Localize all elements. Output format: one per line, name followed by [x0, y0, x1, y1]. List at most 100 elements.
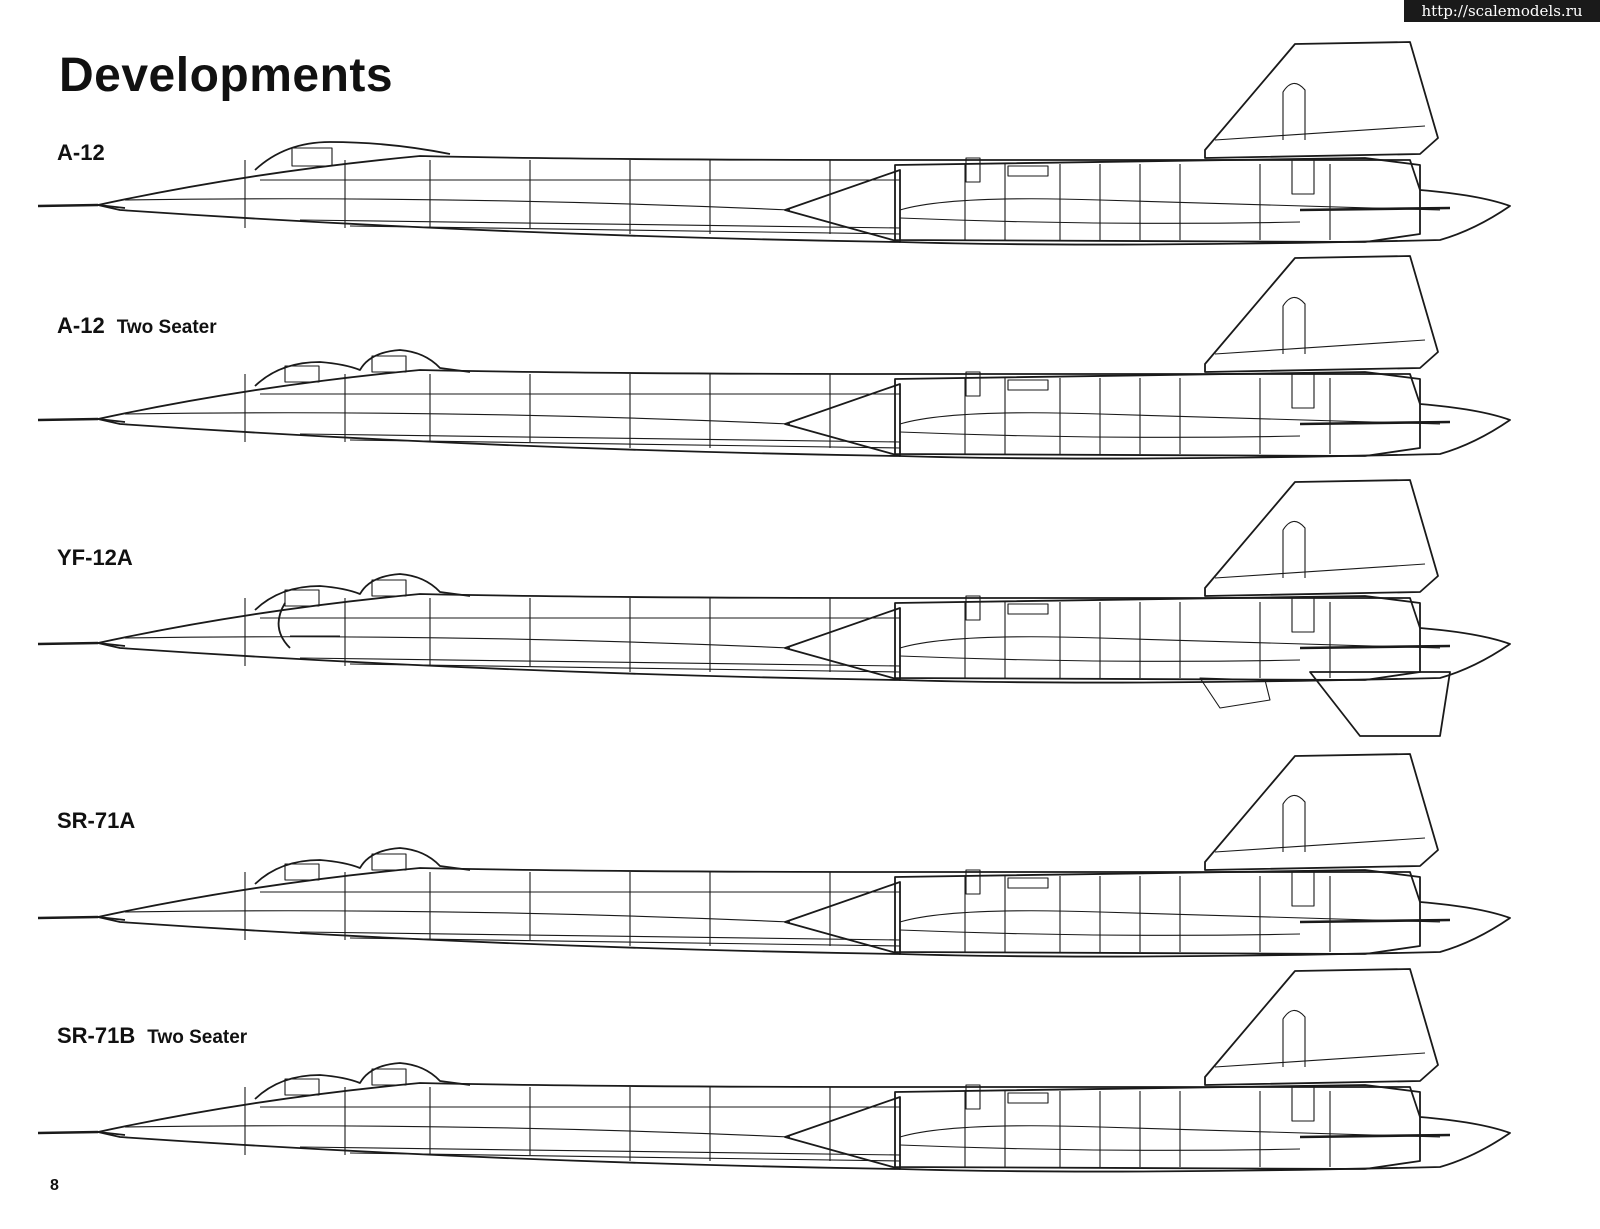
ventral-fairing	[1199, 677, 1271, 709]
nose-tip	[97, 418, 126, 423]
wing-leading-edge	[784, 383, 901, 457]
front-canopy-window	[284, 863, 320, 881]
nose-tip	[97, 204, 126, 209]
lower-panel-line-1	[299, 931, 901, 941]
engine-nacelle	[894, 371, 1421, 457]
fuselage-outline	[97, 155, 1511, 246]
nacelle-louver	[1291, 597, 1315, 633]
fuselage-outline	[97, 867, 1511, 958]
aircraft-drawing-sr71b	[37, 968, 1511, 1173]
aircraft-drawing-a12-two-seater	[37, 255, 1511, 460]
variant-name: A-12	[57, 140, 105, 165]
nacelle-louver	[1291, 1086, 1315, 1122]
fin-fairing	[1282, 520, 1306, 578]
cockpit-canopy	[254, 141, 451, 171]
tailcone-line	[1299, 1133, 1451, 1139]
variant-name: A-12	[57, 313, 105, 338]
vertical-fin	[1204, 41, 1439, 159]
nacelle-contour	[899, 412, 1441, 425]
watermark-url: http://scalemodels.ru	[1404, 0, 1600, 22]
variant-subtitle: Two Seater	[116, 317, 217, 338]
variant-label-a12-two-seater: A-12 Two Seater	[57, 313, 217, 339]
nose-probe	[37, 1130, 99, 1135]
chine-line	[124, 1125, 791, 1138]
lower-panel-line-2	[349, 439, 901, 449]
nose-probe	[37, 915, 99, 920]
front-canopy-window	[284, 1078, 320, 1096]
lower-panel-line-2	[349, 663, 901, 673]
nose-tip	[97, 916, 126, 921]
fin-panel-line	[1214, 1052, 1426, 1068]
fin-fairing	[1282, 296, 1306, 354]
nose-tip	[97, 1131, 126, 1136]
variant-label-yf12a: YF-12A	[57, 545, 133, 571]
chine-line	[124, 910, 791, 923]
nacelle-door	[1007, 379, 1049, 391]
lower-panel-line-1	[299, 219, 901, 229]
engine-nacelle	[894, 157, 1421, 243]
nacelle-vent	[965, 595, 981, 621]
ventral-fin	[1309, 671, 1451, 737]
aircraft-drawing-sr71a	[37, 753, 1511, 958]
nacelle-louver	[1291, 373, 1315, 409]
variant-name: SR-71B	[57, 1023, 136, 1048]
nacelle-contour	[899, 636, 1441, 649]
rear-canopy-window	[371, 355, 407, 373]
nacelle-vent	[965, 869, 981, 895]
front-canopy-window	[284, 589, 320, 607]
nacelle-louver	[1291, 871, 1315, 907]
lower-panel-line-1	[299, 433, 901, 443]
aircraft-drawing-yf12a	[37, 479, 1511, 737]
fuselage-outline	[97, 1082, 1511, 1173]
nacelle-vent	[965, 371, 981, 397]
aircraft-drawing-a12	[37, 41, 1511, 246]
fin-panel-line	[1214, 563, 1426, 579]
nacelle-vent	[965, 1084, 981, 1110]
fin-panel-line	[1214, 339, 1426, 355]
nose-tip	[97, 642, 126, 647]
lower-panel-line-2	[349, 225, 901, 235]
engine-nacelle	[894, 1084, 1421, 1170]
chine-line	[124, 198, 791, 211]
fin-panel-line	[1214, 837, 1426, 853]
lower-panel-line-2	[349, 937, 901, 947]
nacelle-vent	[965, 157, 981, 183]
vertical-fin	[1204, 753, 1439, 871]
wing-leading-edge	[784, 607, 901, 681]
nose-probe	[37, 203, 99, 208]
nose-probe	[37, 641, 99, 646]
front-canopy-window	[284, 365, 320, 383]
nacelle-door	[1007, 1092, 1049, 1104]
tailcone-line	[1299, 420, 1451, 426]
vertical-fin	[1204, 479, 1439, 597]
engine-nacelle	[894, 869, 1421, 955]
variant-name: YF-12A	[57, 545, 133, 570]
chine-line	[124, 412, 791, 425]
cockpit-canopy-tandem	[254, 573, 471, 611]
fuselage-outline	[97, 369, 1511, 460]
fin-panel-line	[1214, 125, 1426, 141]
variant-label-sr71a: SR-71A	[57, 808, 135, 834]
nacelle-door	[1007, 165, 1049, 177]
nacelle-door	[1007, 877, 1049, 889]
variant-subtitle: Two Seater	[147, 1027, 248, 1048]
nacelle-contour	[899, 910, 1441, 923]
nacelle-contour	[899, 1125, 1441, 1138]
fuselage-outline	[97, 593, 1511, 684]
vertical-fin	[1204, 255, 1439, 373]
cockpit-canopy-tandem	[254, 1062, 471, 1100]
nacelle-louver	[1291, 159, 1315, 195]
rear-canopy-window	[371, 1068, 407, 1086]
lower-panel-line-1	[299, 1146, 901, 1156]
variant-label-sr71b: SR-71B Two Seater	[57, 1023, 247, 1049]
variant-label-a12: A-12	[57, 140, 105, 166]
rear-canopy-window	[371, 853, 407, 871]
fin-fairing	[1282, 1009, 1306, 1067]
variant-name: SR-71A	[57, 808, 136, 833]
lower-panel-line-2	[349, 1152, 901, 1162]
tailcone-line	[1299, 644, 1451, 650]
cockpit-canopy-tandem	[254, 349, 471, 387]
nacelle-contour	[899, 198, 1441, 211]
vertical-fin	[1204, 968, 1439, 1086]
cockpit-canopy-tandem	[254, 847, 471, 885]
